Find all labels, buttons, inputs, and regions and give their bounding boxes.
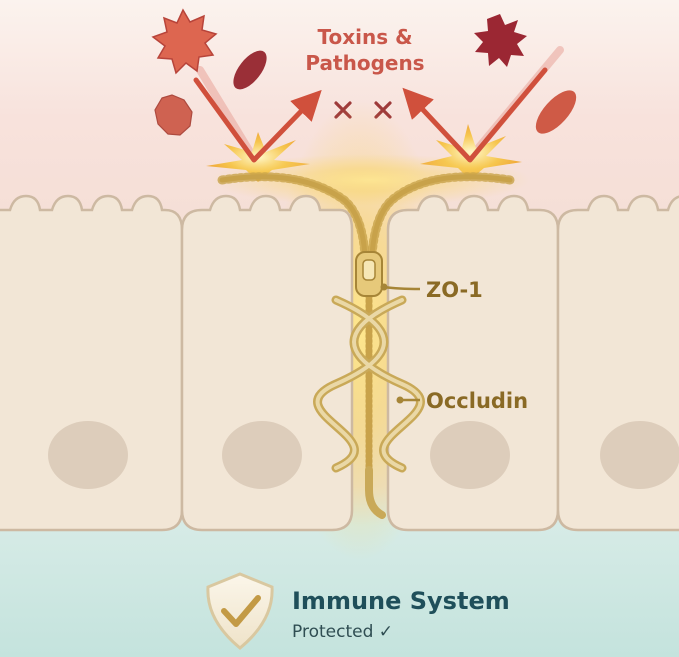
virus-icon xyxy=(474,14,527,67)
occludin-label: Occludin xyxy=(426,389,528,413)
footer-subtitle: Protected ✓ xyxy=(292,622,393,642)
cell-nucleus xyxy=(600,421,679,489)
cell-nucleus xyxy=(222,421,302,489)
cell-nucleus xyxy=(430,421,510,489)
surface-glow xyxy=(210,154,530,206)
bacteria-icon xyxy=(154,94,193,136)
junction-tail xyxy=(365,466,386,519)
occludin-strand-highlights xyxy=(315,298,423,470)
footer-title: Immune System xyxy=(292,587,510,615)
threat-label-line2: Pathogens xyxy=(305,51,424,75)
epithelial-cell-layer xyxy=(0,194,679,532)
zo1-leader-dot xyxy=(380,283,388,291)
virus-icon xyxy=(151,8,218,75)
zipper-pull-zo1 xyxy=(355,251,383,297)
threat-label-line1: Toxins & xyxy=(317,25,412,49)
shield-check-icon xyxy=(206,572,274,650)
bacteria-icon xyxy=(233,50,267,90)
bacteria-icon xyxy=(535,90,577,134)
deflect-arrow-icon xyxy=(193,77,322,163)
zo1-label: ZO-1 xyxy=(426,278,483,302)
epithelial-cell xyxy=(386,194,560,532)
cell-nucleus xyxy=(48,421,128,489)
occludin-leader-dot xyxy=(396,396,404,404)
cell-nuclei xyxy=(48,421,679,489)
